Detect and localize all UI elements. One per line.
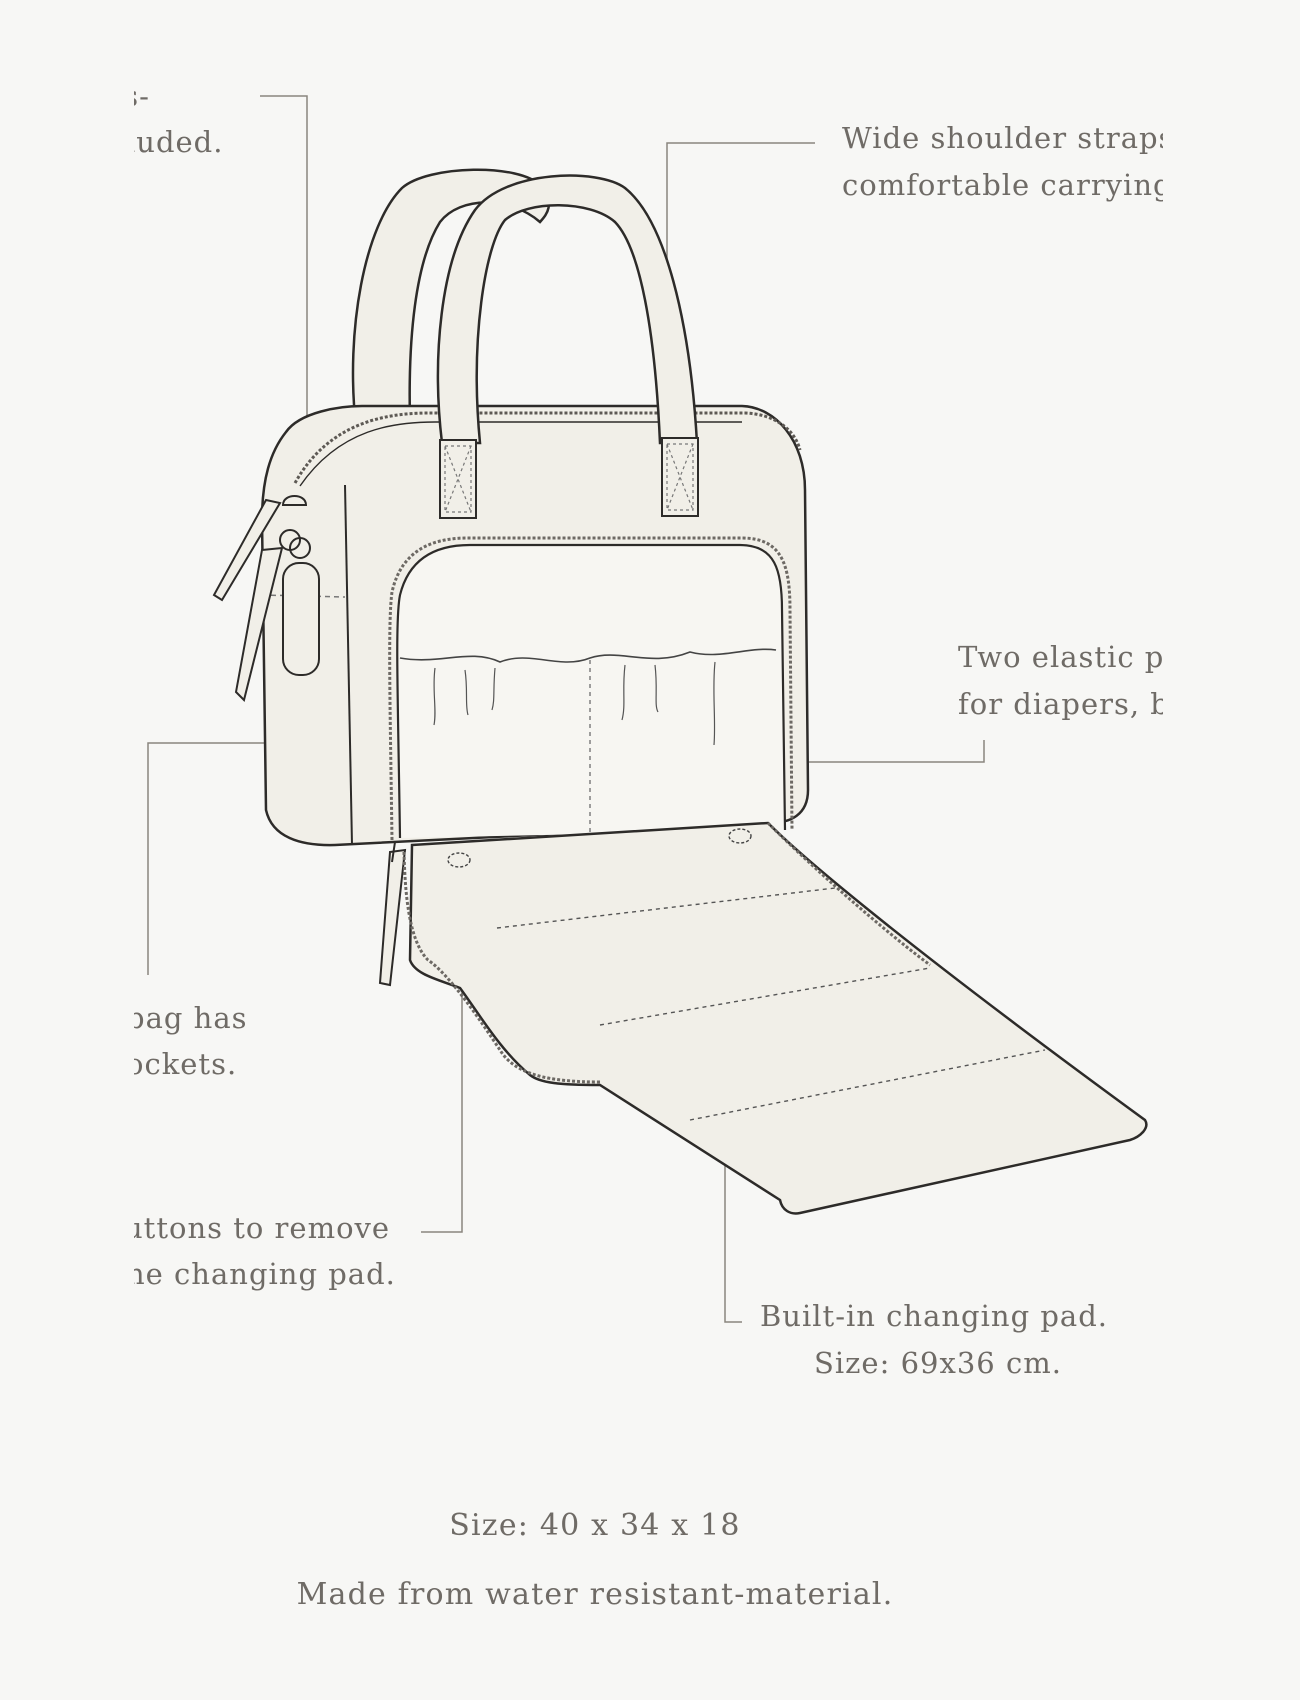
annotation-changing-pad-line1: Built-in changing pad. [760, 1299, 1108, 1333]
annotation-changing-pad-line2: Size: 69x36 cm. [814, 1346, 1062, 1380]
annotation-elastic-pockets-line1: Two elastic pc [958, 640, 1163, 674]
annotation-side-pockets-line2: ockets. [134, 1047, 238, 1081]
side-pocket-stitch [261, 594, 346, 598]
annotation-shoulder-straps-line1: Wide shoulder straps [842, 121, 1163, 155]
elastic-folds [433, 661, 716, 746]
pad-zipper [402, 851, 601, 1084]
handle-tab-stitches [444, 443, 694, 513]
right-annotations: Wide shoulder straps comfortable carryin… [760, 121, 1163, 1380]
leader-line-strap [260, 95, 308, 480]
changing-pad [408, 821, 1148, 1215]
footer-size: Size: 40 x 34 x 18 [449, 1508, 741, 1543]
leader-line-shoulder-straps [666, 142, 815, 292]
leader-line-changing-pad [724, 1124, 742, 1323]
elastic-band [399, 648, 777, 663]
zipper-pulls [212, 495, 407, 987]
top-zipper-edge [299, 421, 742, 487]
footer-material: Made from water resistant-material. [296, 1577, 894, 1612]
annotation-shoulder-straps-line2: comfortable carrying. [842, 168, 1163, 202]
strap-loop [282, 562, 320, 676]
annotation-snap-buttons-line1: uttons to remove [134, 1211, 391, 1245]
handle-tab-left [439, 439, 477, 519]
leader-line-side-pockets [147, 742, 298, 975]
pad-fold-lines [496, 887, 1046, 1121]
annotation-elastic-pockets-line2: for diapers, ba [958, 687, 1163, 721]
left-annotations: ross- luded. bag has ockets. uttons to r… [134, 0, 464, 1700]
handle-tabs [439, 437, 699, 519]
handle-tab-right [661, 437, 699, 517]
top-zipper [293, 411, 802, 484]
front-pocket-opening [396, 543, 787, 839]
annotation-side-pockets-line1: bag has [134, 1001, 248, 1035]
snap-buttons [447, 828, 752, 868]
front-side-edge [344, 484, 353, 846]
annotation-snap-buttons-line2: he changing pad. [134, 1257, 396, 1291]
annotation-strap-line2: luded. [134, 125, 224, 159]
pad-zipper-right [766, 821, 931, 967]
annotation-strap-line1: ross- [134, 79, 150, 113]
